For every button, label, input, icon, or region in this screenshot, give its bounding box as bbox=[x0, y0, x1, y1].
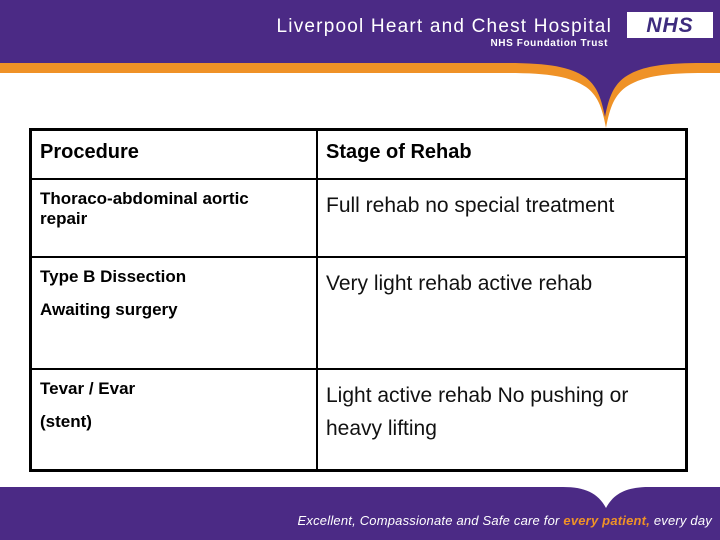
nhs-logo-text: NHS bbox=[646, 13, 694, 37]
rehab-table: Procedure Stage of Rehab Thoraco-abdomin… bbox=[29, 128, 688, 472]
procedure-text: (stent) bbox=[40, 412, 92, 432]
header-swoosh-shape bbox=[0, 0, 720, 128]
table-row-procedure-cell: Type B Dissection Awaiting surgery bbox=[32, 258, 318, 370]
tagline-prefix: Excellent, Compassionate and Safe care f… bbox=[297, 513, 564, 528]
trust-subtitle: NHS Foundation Trust bbox=[490, 38, 608, 49]
footer-tagline: Excellent, Compassionate and Safe care f… bbox=[298, 513, 712, 528]
table-row-stage-cell: Light active rehab No pushing or heavy l… bbox=[326, 384, 629, 441]
nhs-logo-icon: NHS bbox=[627, 12, 713, 38]
table-row-procedure-cell: Tevar / Evar (stent) bbox=[32, 370, 318, 469]
table-row-procedure-cell: Thoraco-abdominal aortic repair bbox=[32, 180, 318, 258]
tagline-highlight: every patient, bbox=[563, 513, 651, 528]
column-header-procedure: Procedure bbox=[32, 131, 318, 180]
hospital-title: Liverpool Heart and Chest Hospital bbox=[276, 16, 612, 37]
procedure-text: Awaiting surgery bbox=[40, 300, 178, 320]
procedure-text: Tevar / Evar bbox=[40, 379, 136, 398]
procedure-text: Type B Dissection bbox=[40, 267, 187, 286]
procedure-text: Thoraco-abdominal aortic repair bbox=[40, 189, 249, 229]
tagline-suffix: every day bbox=[650, 513, 712, 528]
table-row-stage-cell: Full rehab no special treatment bbox=[318, 180, 685, 258]
column-header-stage-of-rehab: Stage of Rehab bbox=[318, 131, 685, 180]
header-banner: Liverpool Heart and Chest Hospital NHS F… bbox=[0, 0, 720, 130]
footer-banner: Excellent, Compassionate and Safe care f… bbox=[0, 485, 720, 540]
footer-notch-shape bbox=[0, 487, 720, 540]
table-row-stage-cell: Very light rehab active rehab bbox=[318, 258, 685, 370]
